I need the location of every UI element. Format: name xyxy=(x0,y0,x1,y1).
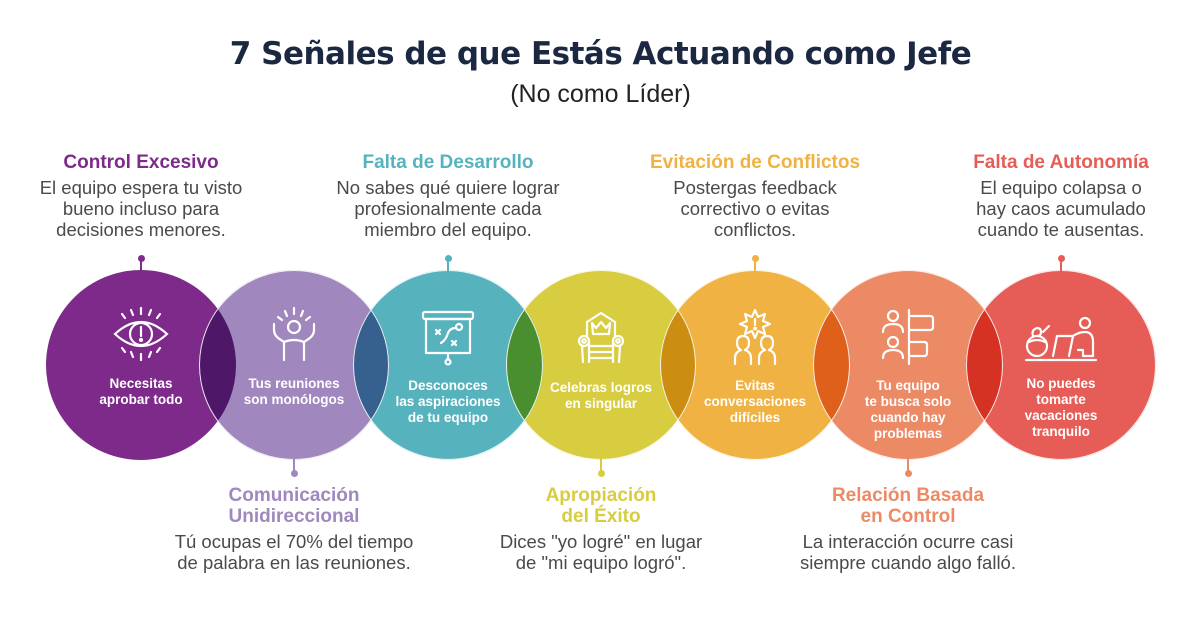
caption-title: Falta de Desarrollo xyxy=(362,152,534,173)
caption-text: Tú ocupas el 70% del tiempo de palabra e… xyxy=(174,531,414,573)
caption-title: Evitación de Conflictos xyxy=(649,152,861,173)
caption-text: Postergas feedback correctivo o evitas c… xyxy=(673,177,837,240)
circle-label: Tus reuniones son monólogos xyxy=(243,376,345,407)
person-raised-arms-icon xyxy=(272,306,316,362)
throne-crown-icon xyxy=(577,311,625,364)
conflict-people-icon xyxy=(733,308,777,366)
circle-label: No puedes tomarte vacaciones tranquilo xyxy=(1024,376,1098,439)
connector-dot xyxy=(1057,255,1065,262)
eye-alert-icon xyxy=(113,306,169,362)
signal-caption-6: Relación Basada en Control La interacció… xyxy=(768,485,1048,573)
page-title: 7 Señales de que Estás Actuando como Jef… xyxy=(229,36,972,72)
connector-stem xyxy=(447,258,449,272)
caption-text: El equipo espera tu visto bueno incluso … xyxy=(39,177,243,240)
caption-title: Control Excesivo xyxy=(63,152,219,173)
circle-label: Necesitas aprobar todo xyxy=(99,376,183,407)
caption-title: Falta de Autonomía xyxy=(973,152,1149,173)
people-flags-icon xyxy=(881,308,935,366)
connector-stem xyxy=(600,459,602,473)
signal-content-2: Tus reuniones son monólogos xyxy=(219,306,369,408)
circle-label: Evitas conversaciones difíciles xyxy=(703,378,807,425)
connector-stem xyxy=(293,459,295,473)
connector-stem xyxy=(140,258,142,272)
connector-dot xyxy=(904,470,912,477)
connector-dot xyxy=(751,255,759,262)
signal-caption-7: Falta de Autonomía El equipo colapsa o h… xyxy=(921,152,1201,240)
signal-caption-2: Comunicación Unidireccional Tú ocupas el… xyxy=(154,485,434,573)
signal-content-3: Desconoces las aspiraciones de tu equipo xyxy=(373,310,523,426)
circle-label: Celebras logros en singular xyxy=(549,380,653,411)
caption-text: La interacción ocurre casi siempre cuand… xyxy=(800,531,1016,573)
connector-dot xyxy=(137,255,145,262)
caption-text: No sabes qué quiere lograr profesionalme… xyxy=(336,177,560,240)
signal-content-1: Necesitas aprobar todo xyxy=(66,306,216,408)
signal-content-6: Tu equipo te busca solo cuando hay probl… xyxy=(833,308,983,442)
vacation-laptop-icon xyxy=(1024,316,1098,362)
connector-dot xyxy=(597,470,605,477)
connector-dot xyxy=(444,255,452,262)
circle-label: Desconoces las aspiraciones de tu equipo xyxy=(395,378,501,425)
caption-text: El equipo colapsa o hay caos acumulado c… xyxy=(976,177,1146,240)
page-subtitle: (No como Líder) xyxy=(510,80,691,108)
signal-content-5: Evitas conversaciones difíciles xyxy=(680,308,830,426)
connector-stem xyxy=(1060,258,1062,272)
connector-dot xyxy=(290,470,298,477)
signal-content-4: Celebras logros en singular xyxy=(526,310,676,412)
connector-stem xyxy=(754,258,756,272)
signal-caption-5: Evitación de Conflictos Postergas feedba… xyxy=(615,152,895,240)
caption-title: Comunicación Unidireccional xyxy=(228,485,360,527)
signal-circle-7 xyxy=(966,270,1156,460)
signal-caption-3: Falta de Desarrollo No sabes qué quiere … xyxy=(308,152,588,240)
caption-title: Apropiación del Éxito xyxy=(545,485,657,527)
signal-caption-1: Control Excesivo El equipo espera tu vis… xyxy=(1,152,281,240)
signal-caption-4: Apropiación del Éxito Dices "yo logré" e… xyxy=(461,485,741,573)
caption-title: Relación Basada en Control xyxy=(831,485,985,527)
caption-text: Dices "yo logré" en lugar de "mi equipo … xyxy=(499,531,703,573)
connector-stem xyxy=(907,459,909,473)
signal-content-7: No puedes tomarte vacaciones tranquilo xyxy=(986,316,1136,440)
circle-label: Tu equipo te busca solo cuando hay probl… xyxy=(864,378,952,441)
strategy-board-icon xyxy=(421,310,475,366)
